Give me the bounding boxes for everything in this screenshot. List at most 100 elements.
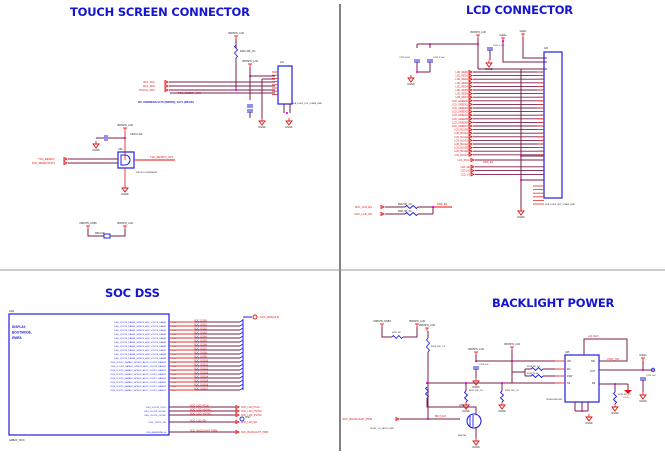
wire (417, 38, 479, 45)
soc-pin-label: DSS_VOUT0_DATA15_GPMC0_AD15_VOUT0_DATA15 (110, 381, 166, 384)
soc-pin-label: DSS_VOUT0_DATA11_GPMC0_AD11_VOUT0_DATA11 (111, 365, 167, 368)
ferrite-bead-icon (103, 233, 111, 239)
mosfet-ref: Q10 (459, 405, 464, 407)
soc-bus-net: SOC_DSS1 (194, 324, 207, 327)
rail-label: VLED+ (499, 34, 507, 37)
soc-pin-number: P20 (172, 362, 177, 364)
lcd-cap-label: C227 0.1uF (493, 45, 505, 47)
ground-symbol (585, 416, 593, 422)
soc-pin-label: DSS_VOUT0_DATA6_GPMC0_AD6_VOUT0_DATA6 (114, 345, 167, 348)
soc-ctrl-pin-label: DSS_VOUT0_VSYNC (144, 415, 166, 417)
wire (583, 338, 628, 362)
capacitor-icon (247, 104, 253, 108)
ground-symbol (285, 120, 293, 126)
enable-resistor-icon (404, 204, 419, 210)
soc-pin-number: P18 (172, 354, 177, 356)
soc-ctrl-port-icon (235, 429, 241, 435)
ground-label: DGND (517, 216, 524, 219)
soc-ctrl-net: SOC_BACKLIGHT_PWM (190, 430, 217, 433)
resistor-zigzag (391, 334, 404, 340)
lcd-enable-port-icon (380, 204, 386, 210)
rail-label: VDDSHV_LCD (409, 320, 425, 323)
lcd-signal-port-icon (468, 105, 474, 111)
power-rail-icon: VDDSHV_DSBV (373, 320, 391, 327)
resistor-label: R228 0R_1% (527, 366, 540, 368)
soc-ctrl-out-label: SOC_LCD_EN (241, 421, 257, 424)
resistor-label: R224 3R_1% (618, 394, 631, 396)
lcd-signal-port-icon (468, 138, 474, 143)
soc-pin-number: P21 (172, 366, 177, 368)
soc-pin-number: P22 (172, 370, 177, 372)
soc-pin-number: P26 (172, 386, 177, 388)
ground-symbol (407, 77, 415, 83)
ground-label: DGND (639, 400, 646, 403)
lcd-signal-port-icon (468, 76, 474, 82)
soc-pin-label: DSS_VOUT0_DATA3_GPMC0_AD3_VOUT0_DATA3 (114, 333, 167, 336)
ic-pin-label: OUT (590, 370, 596, 373)
soc-pin-label: DSS_VOUT0_DATA16_GPMC0_AD16_VOUT0_DATA16 (110, 385, 166, 388)
disp-en-out-label: DISP_EN (437, 203, 448, 206)
junction-dot (580, 409, 584, 413)
wire (403, 327, 418, 338)
lcd-signal-label: LCD_RED6 (456, 93, 469, 96)
soc-pin-number: P25 (172, 382, 177, 384)
lcd-signal-label: LCD_GREEN2 (452, 107, 469, 110)
lcd-signal-label: LCD_RED1 (456, 75, 469, 78)
rail-label: VDDSHV_DSBV (373, 320, 391, 323)
ground-symbol (121, 187, 129, 193)
soc-bus-net: SOC_DSS6 (194, 344, 207, 347)
soc-bus-net: SOC_DSS4 (194, 336, 207, 339)
soc-block-body (8, 313, 170, 436)
lcd-ctrl-label: LCD_PCLK (458, 159, 471, 162)
sw-net-label: VOUT_SW (607, 358, 620, 361)
resistor-zigzag (463, 390, 469, 403)
lcd-signal-port-icon (468, 152, 474, 158)
ground-symbol (92, 143, 100, 149)
lcd-signal-label: LCD_RED2 (456, 78, 469, 81)
soc-block-ref: U1E (9, 309, 14, 313)
soc-bus-net: SOC_DSS16 (194, 384, 209, 387)
top-resistor-icon (391, 334, 404, 340)
lcd-enable-label: SOC_LCD_ON (354, 212, 372, 216)
power-rail-icon: VDDSHV_LCD (470, 31, 486, 38)
soc-dss-schematic: U1EAM62X_SOCDISPLAY,BOOTMODE,EMIFADSS_VO… (8, 309, 279, 442)
touch-input-label: I2C1_SCL (143, 80, 156, 84)
test-point-label: TP27 (245, 417, 251, 419)
rail-label: VLED+ (639, 354, 647, 357)
enable-resistor-label: R230 0R_1% (398, 204, 412, 206)
backlight-ic-part: TPS61169DCKR (546, 399, 563, 401)
resistor-zigzag (530, 366, 544, 372)
ground-label: DGND (92, 149, 99, 152)
power-rail-icon: VDDSHV_LCD (409, 320, 425, 327)
pwm-note-label: RIGHT_OF_ZERO_OHM (370, 428, 394, 430)
capacitor-icon (487, 47, 493, 51)
touch-input-port-icon (164, 79, 170, 85)
resistor-zigzag (404, 211, 419, 217)
rail-label: VLED- (519, 30, 526, 33)
touch-input-port-icon (164, 83, 170, 89)
resistor-icon (499, 390, 505, 403)
resistor-label: R229 24.9K (527, 373, 539, 375)
buffer-ref: U26 (118, 148, 123, 151)
soc-pin-number: P15 (172, 342, 177, 344)
soc-bus-net: SOC_DSS3 (194, 332, 207, 335)
lcd-connector-ref: J20 (544, 47, 549, 50)
ic-pin-label: FSW (567, 375, 573, 378)
resistor-label: R226 10K_1% (431, 346, 445, 348)
bus-offpage-icon (252, 314, 258, 320)
buffer-input-port-icon (63, 156, 69, 162)
ground-label: DGND (285, 126, 292, 129)
soc-pin-number: P17 (172, 350, 177, 352)
ground-symbol (258, 120, 266, 126)
lcd-signal-label: LCD_GREEN3 (452, 111, 469, 114)
soc-ctrl-out-label: SOC_LCD_VSYNC (241, 414, 262, 417)
pullup-resistor-label: R232 10K_1% (240, 50, 256, 53)
soc-ctrl-out-label: SOC_LCD_HSYNC (241, 410, 262, 413)
lcd-signal-port-icon (468, 127, 474, 132)
soc-pin-label: DSS_VOUT0_DATA7_GPMC0_AD7_VOUT0_DATA7 (114, 349, 167, 352)
ground-icon: DGND (407, 75, 415, 86)
soc-ctrl-net: SOC_LCD_VSYNC (190, 413, 211, 416)
